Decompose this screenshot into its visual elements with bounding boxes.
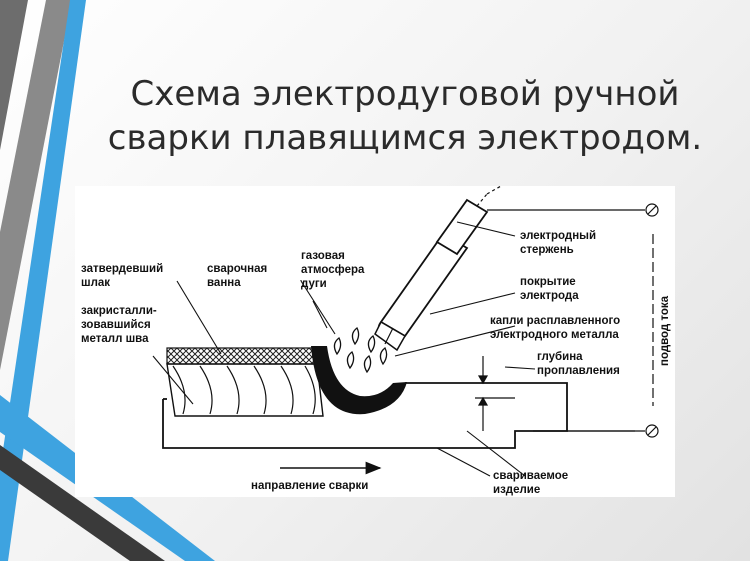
molten-droplets — [333, 319, 388, 374]
slide-title-line-2: сварки плавящимся электродом. — [107, 118, 703, 158]
weld-pool — [311, 346, 407, 415]
welding-diagram-svg: электродный стержень покрытие электрода … — [81, 186, 671, 496]
label-slag-2: шлак — [81, 277, 110, 289]
current-supply-lines — [487, 203, 659, 438]
label-crystal-3: металл шва — [81, 333, 149, 345]
penetration-depth-indicator — [475, 356, 515, 431]
weld-metal-beads — [166, 363, 324, 417]
label-crystal-1: закристалли- — [81, 305, 157, 317]
label-gas-1: газовая — [301, 250, 345, 262]
slide-title: Схема электродуговой ручной сварки плавя… — [80, 72, 730, 160]
label-droplets-2: электродного металла — [490, 329, 619, 341]
label-coating-1: покрытие — [520, 276, 576, 288]
label-direction: направление сварки — [251, 480, 368, 492]
leader-lines — [152, 221, 536, 477]
welding-diagram: электродный стержень покрытие электрода … — [75, 186, 675, 497]
label-depth-1: глубина — [537, 351, 583, 363]
slag-layer — [166, 347, 320, 365]
electrode — [374, 186, 502, 352]
label-pool-1: сварочная — [207, 263, 267, 275]
label-coating-2: электрода — [520, 290, 579, 302]
label-pool-2: ванна — [207, 277, 241, 289]
label-gas-3: дуги — [301, 278, 327, 290]
label-workpiece-2: изделие — [493, 484, 540, 496]
diagram-labels: электродный стержень покрытие электрода … — [81, 230, 671, 496]
slide-title-line-1: Схема электродуговой ручной — [130, 74, 680, 114]
label-crystal-2: зовавшийся — [81, 319, 151, 331]
label-workpiece-1: свариваемое — [493, 470, 568, 482]
label-droplets-1: капли расплавленного — [490, 315, 620, 327]
label-electrode-rod-1: электродный — [520, 230, 596, 242]
label-slag-1: затвердевший — [81, 263, 163, 275]
label-electrode-rod-2: стержень — [520, 244, 574, 256]
label-current-supply: подвод тока — [659, 295, 671, 366]
label-depth-2: проплавления — [537, 365, 620, 377]
label-gas-2: атмосфера — [301, 264, 365, 276]
